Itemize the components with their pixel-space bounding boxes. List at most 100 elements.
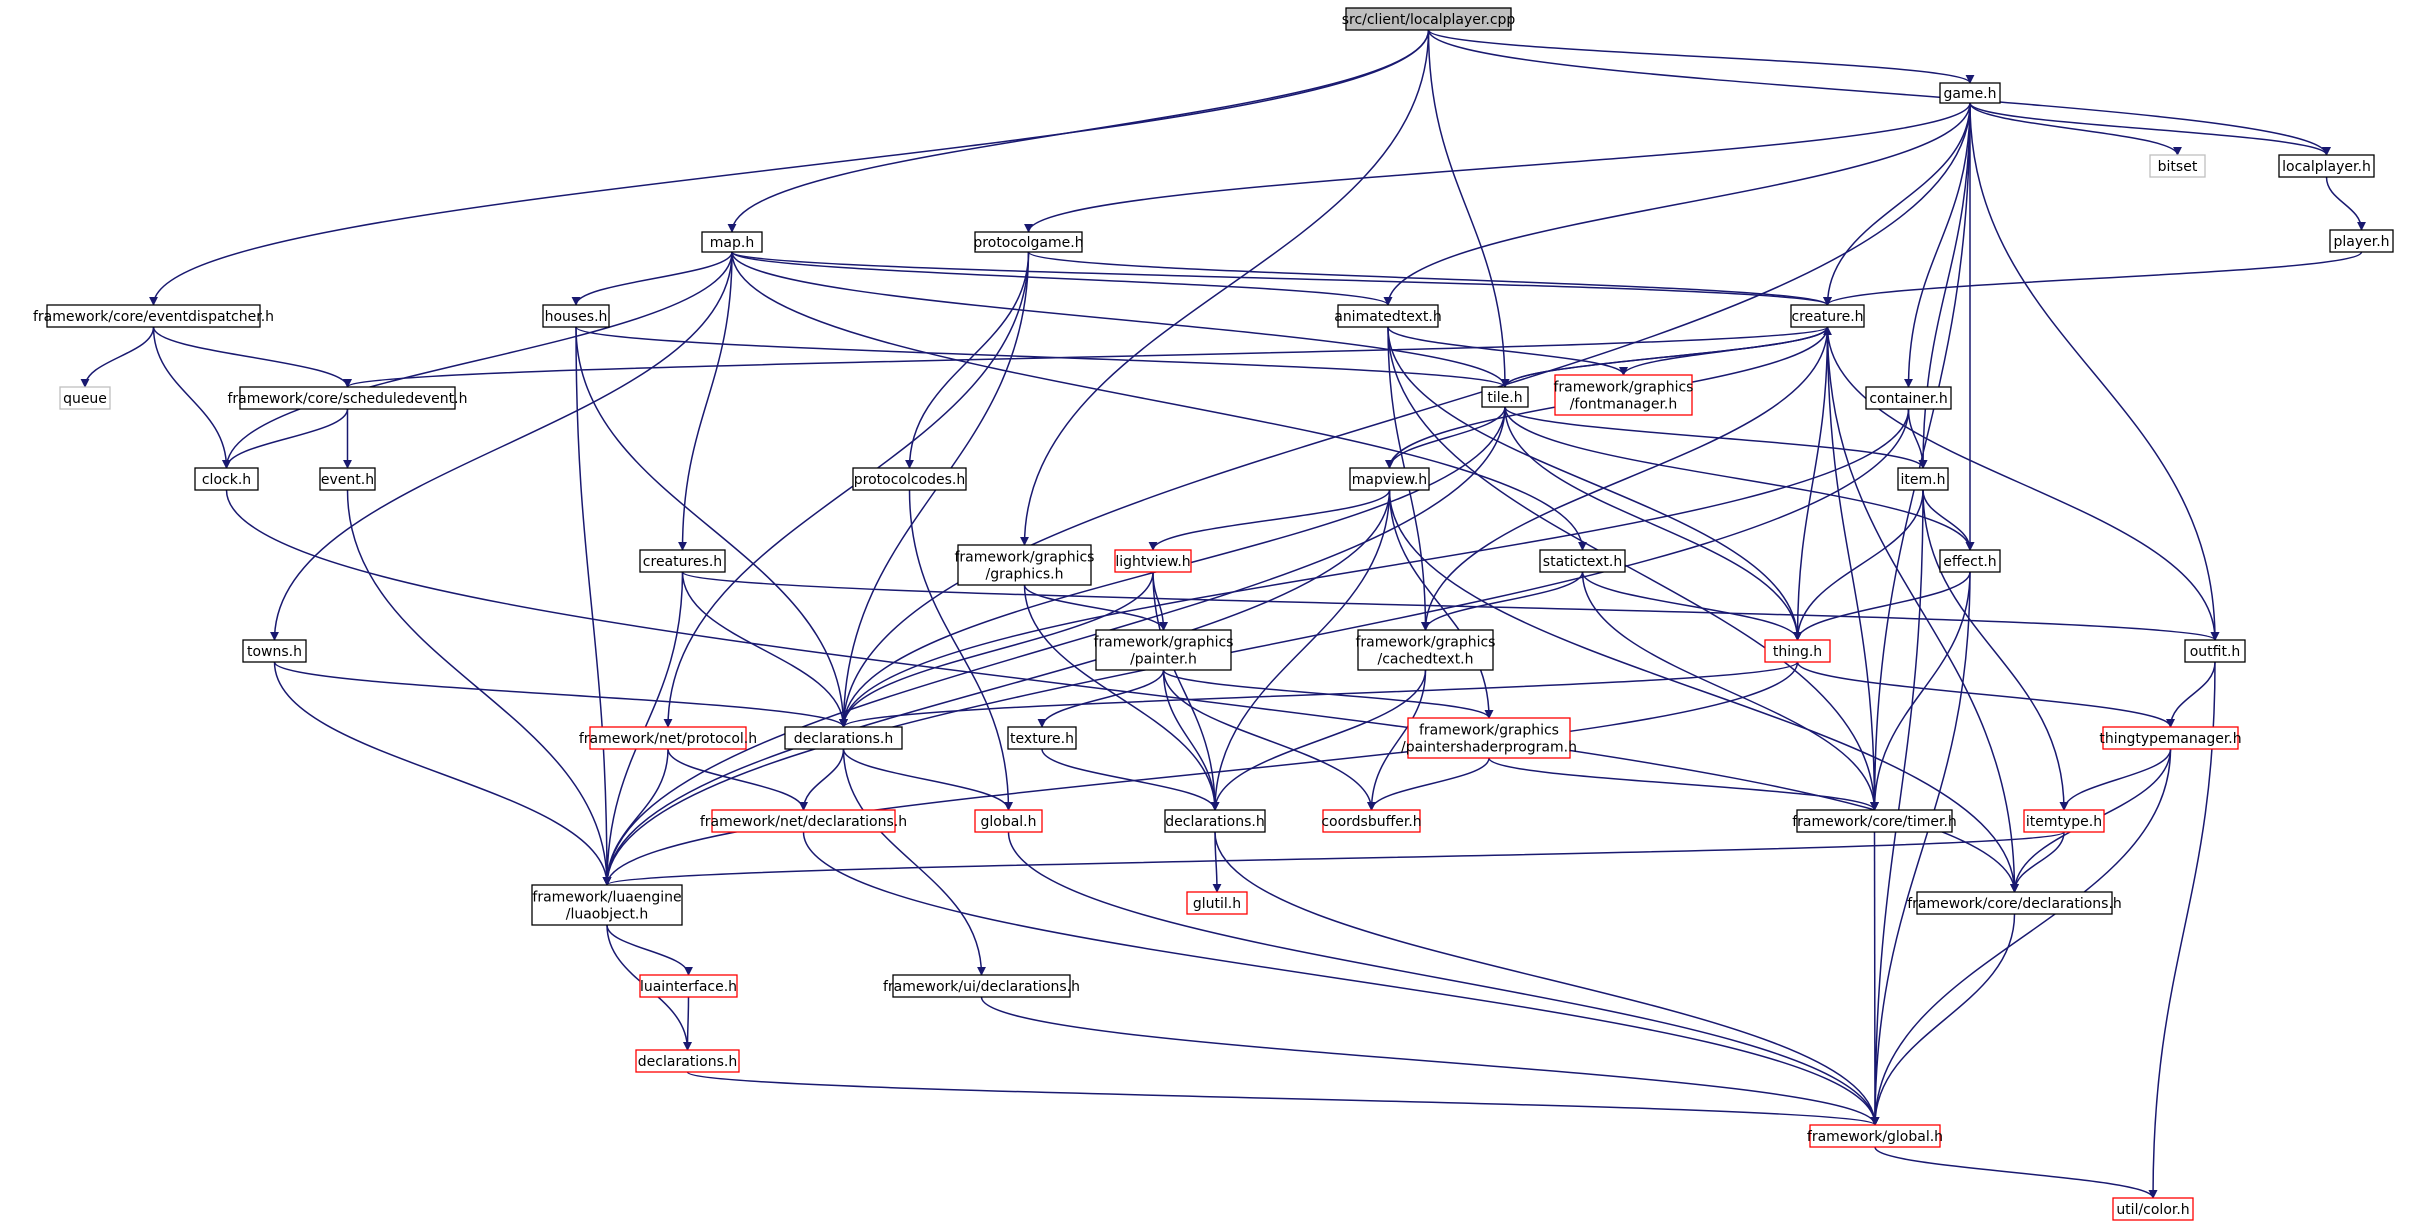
node-label: map.h [710,235,754,251]
node-player_h[interactable]: player.h [2329,229,2394,253]
node-cachedtext_h[interactable]: framework/graphics/cachedtext.h [1356,629,1496,671]
node-box [639,549,726,573]
node-box [957,544,1092,586]
edge-itemtype_h-to-coredecl_h [2010,831,2065,893]
node-texture_h[interactable]: texture.h [1007,726,1077,750]
node-outfit_h[interactable]: outfit.h [2184,639,2246,663]
node-label: declarations.h [638,1054,737,1070]
node-box [589,726,747,750]
node-painter_h[interactable]: framework/graphics/painter.h [1094,629,1234,671]
node-lightview_h[interactable]: lightview.h [1114,549,1192,573]
edge-towns_h-to-declarations_h [273,661,848,728]
edge-localplayer_cpp-to-localplayer_h [1427,29,2331,156]
node-fwglobal_h[interactable]: framework/global.h [1807,1124,1943,1148]
node-game_h[interactable]: game.h [1939,82,2001,104]
node-event_h[interactable]: event.h [319,467,376,491]
node-label: game.h [1943,86,1996,102]
node-label: protocolcodes.h [854,472,966,488]
node-clock_h[interactable]: clock.h [194,467,259,491]
node-paintershader_h[interactable]: framework/graphics/paintershaderprogram.… [1401,717,1577,759]
node-global_h[interactable]: global.h [974,809,1043,833]
node-box [1916,891,2113,915]
node-uidecl_h[interactable]: framework/ui/declarations.h [883,974,1080,998]
node-thing_h[interactable]: thing.h [1764,639,1831,663]
edge-item_h-to-itemtype_h [1922,489,2069,811]
edge-localplayer_cpp-to-eventdispatcher_h [149,29,1430,306]
edge-protocolgame_h-to-creature_h [1027,251,1832,306]
node-protocolcodes_h[interactable]: protocolcodes.h [852,467,967,491]
node-box [1865,386,1952,410]
edge-item_h-to-fwglobal_h [1870,489,1924,1126]
node-box [635,1049,740,1073]
node-protocolgame_h[interactable]: protocolgame.h [973,231,1084,253]
node-coordsbuffer_h[interactable]: coordsbuffer.h [1321,809,1422,833]
node-queue: queue [59,386,111,410]
edge-tile_h-to-thing_h [1504,406,1802,641]
edge-creature_h-to-coredecl_h [1826,326,2019,893]
node-netdecl_h[interactable]: framework/net/declarations.h [700,809,907,833]
node-effect_h[interactable]: effect.h [1939,549,2001,573]
node-coredecl_h[interactable]: framework/core/declarations.h [1907,891,2122,915]
node-box [1095,629,1232,671]
node-box [974,231,1083,253]
node-box [2149,154,2206,178]
node-scheduledevent_h[interactable]: framework/core/scheduledevent.h [228,386,468,410]
edge-staticktext_h-to-cachedtext_h [1421,571,1584,631]
node-label: container.h [1869,391,1947,407]
node-label: /fontmanager.h [1570,397,1678,413]
node-graphics_h[interactable]: framework/graphics/graphics.h [955,544,1095,586]
node-label: framework/graphics [1094,635,1234,651]
edge-thing_h-to-luaobject_h [602,661,1799,886]
node-mapview_h[interactable]: mapview.h [1349,467,1430,491]
node-houses_h[interactable]: houses.h [542,304,610,328]
node-box [542,304,610,328]
node-luadecl_h[interactable]: declarations.h [635,1049,740,1073]
node-thingtypemanager_h[interactable]: thingtypemanager.h [2099,726,2242,750]
node-item_h[interactable]: item.h [1897,467,1949,491]
node-staticktext_h[interactable]: statictext.h [1539,549,1626,573]
node-towns_h[interactable]: towns.h [242,639,307,663]
node-box [1764,639,1831,663]
node-fontmanager_h[interactable]: framework/graphics/fontmanager.h [1554,374,1694,416]
node-label: framework/core/eventdispatcher.h [33,309,274,325]
node-label: effect.h [1943,554,1996,570]
node-label: statictext.h [1543,554,1622,570]
edge-houses_h-to-declarations_h [575,326,848,728]
edge-declarations_h-to-uidecl_h [842,748,986,976]
edge-map_h-to-tile_h [731,251,1510,388]
node-luainterface_h[interactable]: luainterface.h [639,974,738,998]
node-color_h[interactable]: util/color.h [2112,1197,2194,1221]
edge-eventdispatcher_h-to-clock_h [152,326,231,469]
node-tile_h[interactable]: tile.h [1481,386,1529,408]
node-label: thingtypemanager.h [2099,731,2241,747]
node-label: animatedtext.h [1334,309,1442,325]
node-gdecl_h[interactable]: declarations.h [1164,809,1266,833]
edge-protocol_h-to-netdecl_h [667,748,808,811]
node-protocol_h[interactable]: framework/net/protocol.h [579,726,757,750]
edge-fwglobal_h-to-color_h [1874,1146,2158,1199]
node-timer_h[interactable]: framework/core/timer.h [1792,809,1957,833]
edge-item_h-to-thing_h [1793,489,1924,641]
node-label: clock.h [202,472,251,488]
node-container_h[interactable]: container.h [1865,386,1952,410]
node-eventdispatcher_h[interactable]: framework/core/eventdispatcher.h [33,304,274,328]
node-label: player.h [2333,234,2389,250]
node-declarations_h[interactable]: declarations.h [784,726,903,750]
node-itemtype_h[interactable]: itemtype.h [2023,809,2105,833]
node-luaobject_h[interactable]: framework/luaengine/luaobject.h [531,884,683,926]
node-box [1407,717,1571,759]
node-glutil_h[interactable]: glutil.h [1186,891,1248,915]
edge-scheduledevent_h-to-clock_h [222,408,349,469]
edge-effect_h-to-thing_h [1793,571,1971,641]
node-creatures_h[interactable]: creatures.h [639,549,726,573]
node-map_h[interactable]: map.h [701,231,763,253]
node-box [46,304,261,328]
node-label: lightview.h [1115,554,1190,570]
node-label: declarations.h [1165,814,1264,830]
node-label: thing.h [1773,644,1822,660]
node-localplayer_h[interactable]: localplayer.h [2278,154,2375,178]
node-animatedtext_h[interactable]: animatedtext.h [1334,304,1442,328]
edge-container_h-to-luaobject_h [602,408,1910,886]
node-creature_h[interactable]: creature.h [1790,304,1865,328]
node-localplayer_cpp[interactable]: src/client/localplayer.cpp [1342,7,1516,31]
